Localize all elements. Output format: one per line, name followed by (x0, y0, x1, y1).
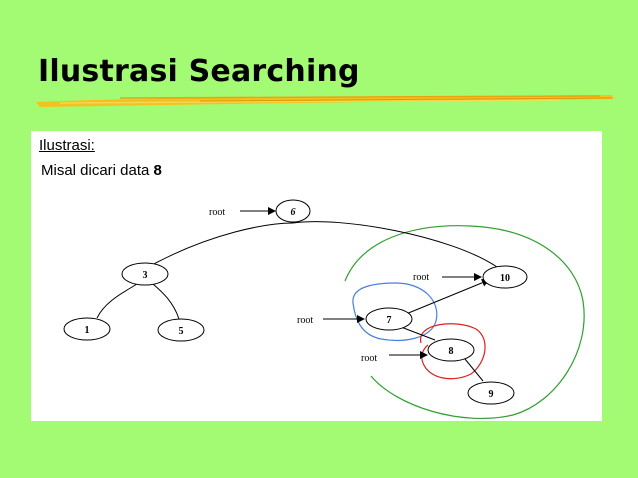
node-3-value: 3 (143, 270, 148, 281)
edge-8-9 (464, 358, 484, 382)
node-6-value: 6 (291, 207, 296, 218)
green-search-outline (344, 225, 585, 419)
edge-10-7 (405, 278, 490, 315)
node-9-value: 9 (489, 389, 494, 400)
edge-3-1 (96, 283, 138, 319)
tree-node-8: 8 (427, 338, 475, 362)
tree-node-5: 5 (157, 318, 205, 342)
node-1-value: 1 (85, 325, 90, 336)
subheading-text: Misal dicari data (41, 162, 154, 179)
tree-node-7: 7 (365, 307, 413, 331)
edge-3-5 (152, 283, 180, 320)
panel-heading: Ilustrasi: (39, 137, 95, 154)
slide-title: Ilustrasi Searching (38, 54, 360, 89)
edge-6-3 (140, 222, 294, 272)
edge-6-10 (292, 221, 498, 268)
panel-subheading: Misal dicari data 8 (41, 162, 162, 179)
title-highlight-stroke (36, 95, 614, 107)
tree-node-3: 3 (121, 262, 169, 286)
tree-node-9: 9 (467, 381, 515, 405)
node-8-value: 8 (449, 346, 454, 357)
root-label-10: root (413, 272, 429, 283)
root-label-8: root (361, 353, 377, 364)
tree-node-6: 6 (275, 199, 311, 223)
tree-node-1: 1 (63, 317, 111, 341)
edge-7-8 (400, 326, 436, 341)
node-10-value: 10 (500, 273, 510, 284)
illustration-panel: Ilustrasi: Misal dicari data 8 root root… (31, 131, 602, 421)
node-7-value: 7 (387, 315, 392, 326)
binary-search-tree: root root root root 6 3 10 1 5 7 (63, 199, 585, 419)
search-target-value: 8 (153, 162, 162, 179)
node-5-value: 5 (179, 326, 184, 337)
root-label-7: root (297, 315, 313, 326)
tree-node-10: 10 (482, 265, 528, 289)
blue-search-outline (352, 282, 438, 342)
root-label-6: root (209, 207, 225, 218)
